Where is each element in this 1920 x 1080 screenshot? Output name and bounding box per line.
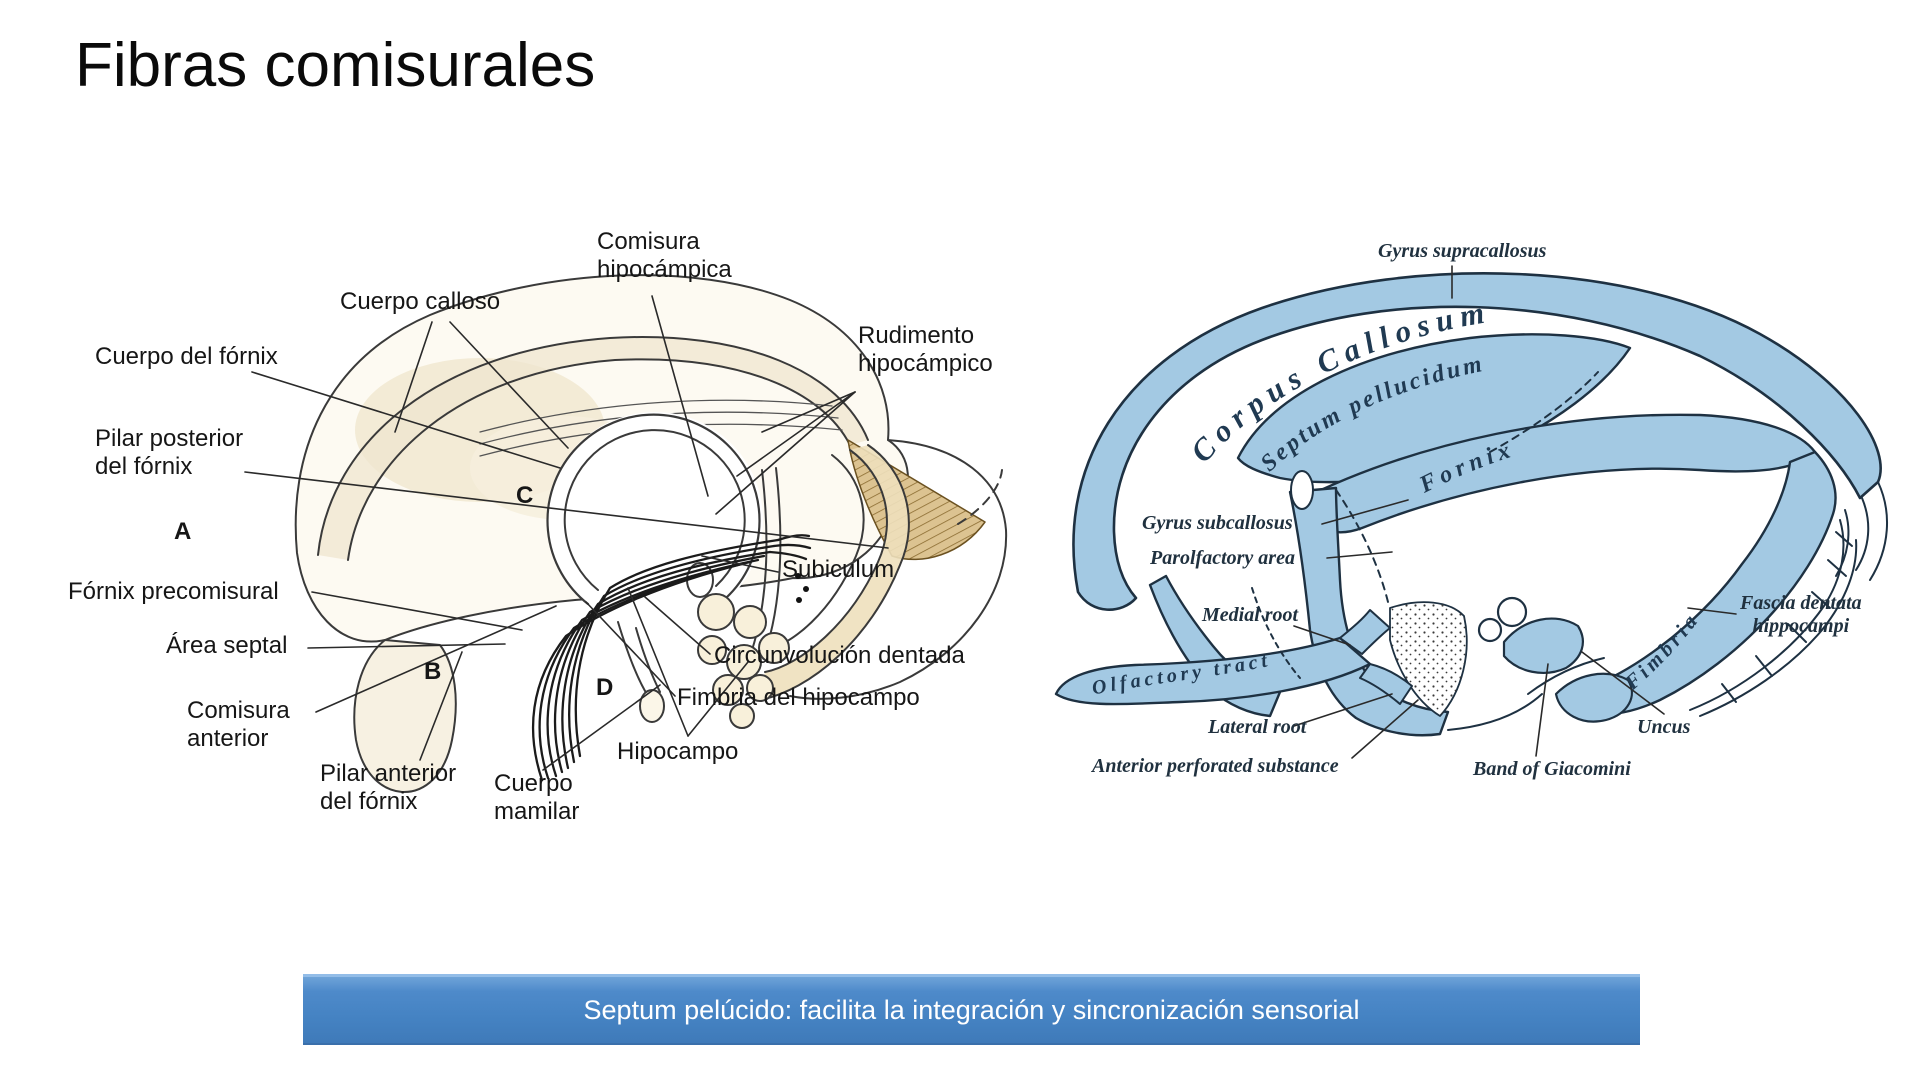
label-band-of-giacomini: Band of Giacomini	[1473, 758, 1631, 780]
fornix-ring-outer	[546, 413, 761, 606]
label-fascia-dentata: Fascia dentata hippocampi	[1740, 592, 1862, 637]
label-cuerpo-mamilar: Cuerpo mamilar	[494, 770, 580, 825]
lateral-root-shape	[1359, 663, 1413, 705]
label-lateral-root: Lateral root	[1208, 716, 1307, 738]
subiculum-dentate-bands	[759, 444, 910, 701]
page-title: Fibras comisurales	[75, 31, 596, 100]
dashed-contour	[957, 469, 1003, 525]
label-area-septal: Área septal	[166, 632, 288, 659]
left-diagram	[244, 274, 1008, 794]
fornix-ring-inner	[563, 429, 746, 591]
dashed-contours	[1251, 371, 1599, 679]
label-letter-b: B	[424, 658, 442, 685]
label-rudimento-hipocampico: Rudimento hipocámpico	[858, 322, 993, 377]
left-leader-lines	[244, 295, 889, 771]
label-parolfactory-area: Parolfactory area	[1150, 547, 1295, 569]
label-pilar-posterior: Pilar posterior del fórnix	[95, 425, 244, 480]
fascia-dentata-band	[1689, 519, 1858, 717]
interventricular-foramen	[1290, 470, 1314, 510]
label-medial-root: Medial root	[1202, 604, 1299, 626]
label-anterior-perforated-substance: Anterior perforated substance	[1092, 755, 1339, 777]
anterior-commissure-fibers	[531, 534, 812, 782]
label-cuerpo-calloso: Cuerpo calloso	[340, 288, 501, 315]
label-hipocampo: Hipocampo	[617, 738, 739, 765]
label-uncus: Uncus	[1637, 716, 1691, 738]
septal-lobe	[353, 639, 457, 794]
corpus-callosum-shape	[1072, 272, 1882, 611]
subiculum-band-fill	[760, 445, 909, 700]
mamillary-body	[697, 593, 790, 729]
label-letter-c: C	[516, 482, 534, 509]
aps-stipple	[1390, 602, 1467, 716]
pillar-bulb	[639, 689, 665, 723]
label-cuerpo-del-fornix: Cuerpo del fórnix	[95, 343, 278, 370]
label-subiculum: Subiculum	[782, 556, 895, 583]
corpus-callosum-outer	[317, 336, 869, 556]
label-letter-a: A	[174, 518, 192, 545]
caption-banner-text: Septum pelúcido: facilita la integración…	[583, 994, 1360, 1025]
label-fornix-precomisural: Fórnix precomisural	[68, 578, 279, 605]
hypothalamus-contour	[1447, 693, 1543, 731]
label-comisura-hipocampica: Comisura hipocámpica	[597, 228, 732, 283]
right-leader-lines	[1293, 265, 1737, 759]
medial-root-shape	[1339, 609, 1391, 655]
label-gyrus-subcallosus: Gyrus subcallosus	[1142, 512, 1293, 534]
caption-banner: Septum pelúcido: facilita la integración…	[303, 974, 1640, 1045]
label-comisura-anterior: Comisura anterior	[187, 697, 290, 752]
label-pilar-anterior: Pilar anterior del fórnix	[320, 760, 457, 815]
posterior-lobe	[789, 439, 1008, 700]
band-of-giacomini-line	[1527, 657, 1605, 695]
label-circunvolucion-dentada: Circunvolución dentada	[714, 642, 965, 669]
label-gyrus-supracallosus: Gyrus supracallosus	[1378, 240, 1547, 262]
right-diagram: Corpus Callosum Septum pellucidum Fornix…	[1054, 265, 1888, 759]
label-letter-d: D	[596, 674, 614, 701]
dots	[795, 573, 809, 603]
corpus-callosum-band	[318, 337, 868, 560]
label-fimbria-del-hipocampo: Fimbria del hipocampo	[677, 684, 920, 711]
corpus-callosum-inner	[347, 358, 851, 561]
uncus-region	[1477, 596, 1633, 723]
